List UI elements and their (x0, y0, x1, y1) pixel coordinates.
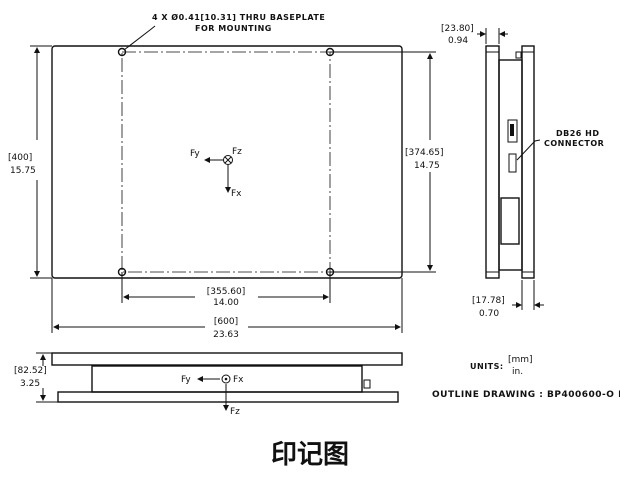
width-dimension: [600] 23.63 (51, 278, 403, 340)
plate-thickness-dimension: [23.80] 0.94 (441, 24, 508, 46)
thickness-dimension: [82.52] 3.25 (14, 352, 58, 403)
fz-label: Fz (230, 407, 240, 417)
fx-out-icon (221, 374, 231, 384)
caption: 印记图 (270, 440, 349, 470)
hole-leader-line (123, 25, 156, 51)
connector-leader-line (516, 139, 541, 161)
svg-text:[17.78]: [17.78] (472, 296, 505, 306)
svg-text:23.63: 23.63 (213, 330, 239, 340)
svg-text:[600]: [600] (214, 317, 238, 327)
fitting-icon (363, 379, 371, 389)
fz-label: Fz (232, 147, 242, 157)
svg-text:0.94: 0.94 (448, 36, 468, 46)
front-view: Fy Fx Fz [82.52] 3.25 (14, 352, 403, 417)
svg-text:[374.65]: [374.65] (405, 148, 444, 158)
hole-note-line2: FOR MOUNTING (195, 24, 272, 33)
hole-note-line1: 4 X Ø0.41[10.31] THRU BASEPLATE (152, 12, 325, 22)
top-view: 4 X Ø0.41[10.31] THRU BASEPLATE FOR MOUN… (8, 12, 444, 340)
svg-text:0.70: 0.70 (479, 309, 499, 319)
hole-horizontal-dimension: [355.60] 14.00 (121, 272, 331, 308)
svg-text:[82.52]: [82.52] (14, 366, 47, 376)
hole-vertical-dimension: [374.65] 14.75 (330, 51, 444, 273)
body-depth-dimension: [17.78] 0.70 (472, 280, 544, 319)
svg-text:[23.80]: [23.80] (441, 24, 474, 34)
side-view: DB26 HD CONNECTOR [23.80] 0.94 [17.78] 0… (441, 24, 604, 319)
fx-label: Fx (231, 189, 242, 199)
baseplate-outline (51, 45, 403, 279)
svg-text:14.75: 14.75 (414, 161, 440, 171)
connector-note-line2: CONNECTOR (544, 139, 604, 148)
fy-label: Fy (181, 375, 191, 385)
drawing-title: OUTLINE DRAWING : BP400600-O P (432, 390, 620, 400)
svg-text:3.25: 3.25 (20, 379, 40, 389)
connector-note-line1: DB26 HD (556, 129, 600, 138)
units-label: UNITS: (470, 362, 504, 371)
svg-text:15.75: 15.75 (10, 166, 36, 176)
hole-centerline (121, 51, 331, 273)
db26-connector-icon (508, 153, 517, 173)
svg-text:14.00: 14.00 (213, 298, 239, 308)
fy-label: Fy (190, 149, 200, 159)
units-primary: [mm] (508, 355, 533, 365)
units-secondary: in. (512, 367, 523, 377)
fitting-icon (515, 51, 522, 59)
port-icon (507, 119, 518, 143)
svg-text:[355.60]: [355.60] (207, 287, 246, 297)
height-dimension: [400] 15.75 (8, 45, 52, 279)
fx-label: Fx (233, 375, 244, 385)
fz-out-icon (223, 155, 233, 165)
svg-text:[400]: [400] (8, 153, 32, 163)
side-panel (500, 197, 520, 245)
